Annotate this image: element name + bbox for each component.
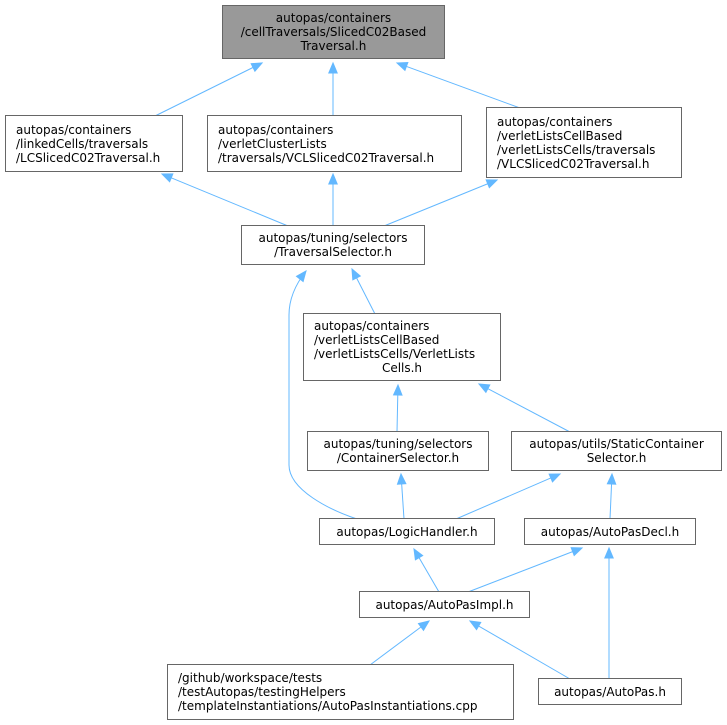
node-label-line: /verletListsCellBased: [497, 128, 623, 143]
node-label-line: /templateInstantiations/AutoPasInstantia…: [178, 699, 478, 713]
arrowhead: [351, 267, 362, 281]
node-vlc-sliced-c02-traversal[interactable]: autopas/containers /verletListsCellBased…: [486, 107, 682, 178]
node-traversal-selector[interactable]: autopas/tuning/selectors /TraversalSelec…: [241, 225, 425, 265]
node-autopas-decl[interactable]: autopas/AutoPasDecl.h: [524, 518, 696, 545]
edge-lc-to-root: [154, 62, 264, 117]
node-lc-sliced-c02-traversal[interactable]: autopas/containers /linkedCells/traversa…: [5, 115, 183, 172]
arrowhead: [606, 472, 617, 485]
edge-ap-to-api: [468, 620, 571, 680]
node-label-line: /github/workspace/tests: [178, 671, 323, 685]
arrowhead: [604, 546, 614, 559]
edge-gh-to-api: [369, 620, 431, 666]
node-label-line: autopas/containers: [314, 319, 430, 333]
node-label-line: autopas/containers: [218, 122, 334, 137]
arrowhead: [392, 383, 403, 396]
edge-vlc-to-root: [395, 61, 521, 109]
arrowhead: [328, 172, 338, 185]
edge-cs-to-vlcells: [392, 383, 403, 433]
node-autopas-h[interactable]: autopas/AutoPas.h: [538, 678, 682, 705]
node-label-line: /verletListsCells/traversals: [497, 142, 656, 157]
edge-scs-to-vlcells: [477, 383, 571, 433]
arrowhead: [250, 62, 264, 73]
arrowhead: [417, 620, 431, 632]
node-label-line: /VLCSlicedC02Traversal.h: [497, 156, 650, 171]
node-label-line: /LCSlicedC02Traversal.h: [16, 150, 161, 165]
edge-apd-to-scs: [606, 472, 617, 520]
node-label-line: autopas/tuning/selectors: [323, 437, 473, 451]
node-label-line: autopas/LogicHandler.h: [336, 524, 478, 539]
arrowhead: [485, 179, 499, 189]
node-label-line: autopas/AutoPas.h: [554, 684, 666, 699]
node-label-line: Selector.h: [586, 451, 647, 465]
edge-api-to-apd: [467, 547, 584, 593]
edge-ts-to-lc: [160, 173, 289, 227]
node-autopas-impl[interactable]: autopas/AutoPasImpl.h: [359, 591, 530, 618]
node-label-line: Traversal.h: [300, 39, 367, 53]
node-label-line: /testAutopas/testingHelpers: [178, 685, 346, 699]
node-label-line: Cells.h: [381, 361, 423, 375]
node-label-line: /linkedCells/traversals: [16, 136, 149, 151]
edge-ts-to-vcl: [328, 172, 338, 226]
node-label-line: /TraversalSelector.h: [274, 245, 392, 259]
node-autopas-instantiations-cpp[interactable]: /github/workspace/tests /testAutopas/tes…: [167, 664, 514, 720]
arrowhead: [395, 61, 409, 72]
node-label-line: /cellTraversals/SlicedC02Based: [240, 25, 427, 39]
edge-ap-to-apd: [604, 546, 614, 679]
node-static-container-selector[interactable]: autopas/utils/StaticContainer Selector.h: [511, 431, 722, 471]
arrowhead: [396, 472, 407, 485]
node-root: autopas/containers /cellTraversals/Slice…: [222, 5, 445, 59]
edge-lh-to-ts: [288, 269, 358, 520]
arrowhead: [548, 473, 562, 483]
node-label-line: autopas/AutoPasImpl.h: [375, 597, 514, 612]
arrowhead: [295, 269, 307, 283]
edge-lh-to-scs: [455, 473, 562, 520]
node-label-line: /verletClusterLists: [218, 136, 327, 151]
node-label-line: autopas/containers: [275, 11, 392, 25]
arrowhead: [328, 61, 338, 74]
node-label-line: autopas/utils/StaticContainer: [529, 437, 704, 451]
node-logic-handler[interactable]: autopas/LogicHandler.h: [319, 518, 495, 545]
edge-api-to-lh: [413, 547, 440, 593]
arrowhead: [468, 620, 482, 631]
arrowhead: [477, 383, 491, 394]
node-label-line: /verletListsCellBased: [314, 333, 440, 347]
arrowhead: [413, 547, 424, 561]
edge-vcl-to-root: [328, 61, 338, 116]
edge-lh-to-cs: [396, 472, 407, 520]
node-label-line: autopas/containers: [497, 114, 613, 129]
node-container-selector[interactable]: autopas/tuning/selectors /ContainerSelec…: [307, 431, 489, 471]
node-verlet-lists-cells[interactable]: autopas/containers /verletListsCellBased…: [303, 313, 501, 381]
arrowhead: [570, 547, 584, 557]
node-label-line: /ContainerSelector.h: [336, 451, 460, 465]
edge-vlcells-to-ts: [351, 267, 376, 315]
edge-ts-to-vlc: [383, 179, 499, 227]
node-label-line: /verletListsCells/VerletLists: [314, 347, 476, 361]
node-vcl-sliced-c02-traversal[interactable]: autopas/containers /verletClusterLists /…: [207, 115, 462, 172]
node-label-line: /traversals/VCLSlicedC02Traversal.h: [218, 150, 435, 165]
node-label-line: autopas/tuning/selectors: [258, 231, 408, 245]
node-label-line: autopas/containers: [16, 122, 132, 137]
arrowhead: [160, 173, 174, 183]
node-label-line: autopas/AutoPasDecl.h: [540, 524, 680, 539]
